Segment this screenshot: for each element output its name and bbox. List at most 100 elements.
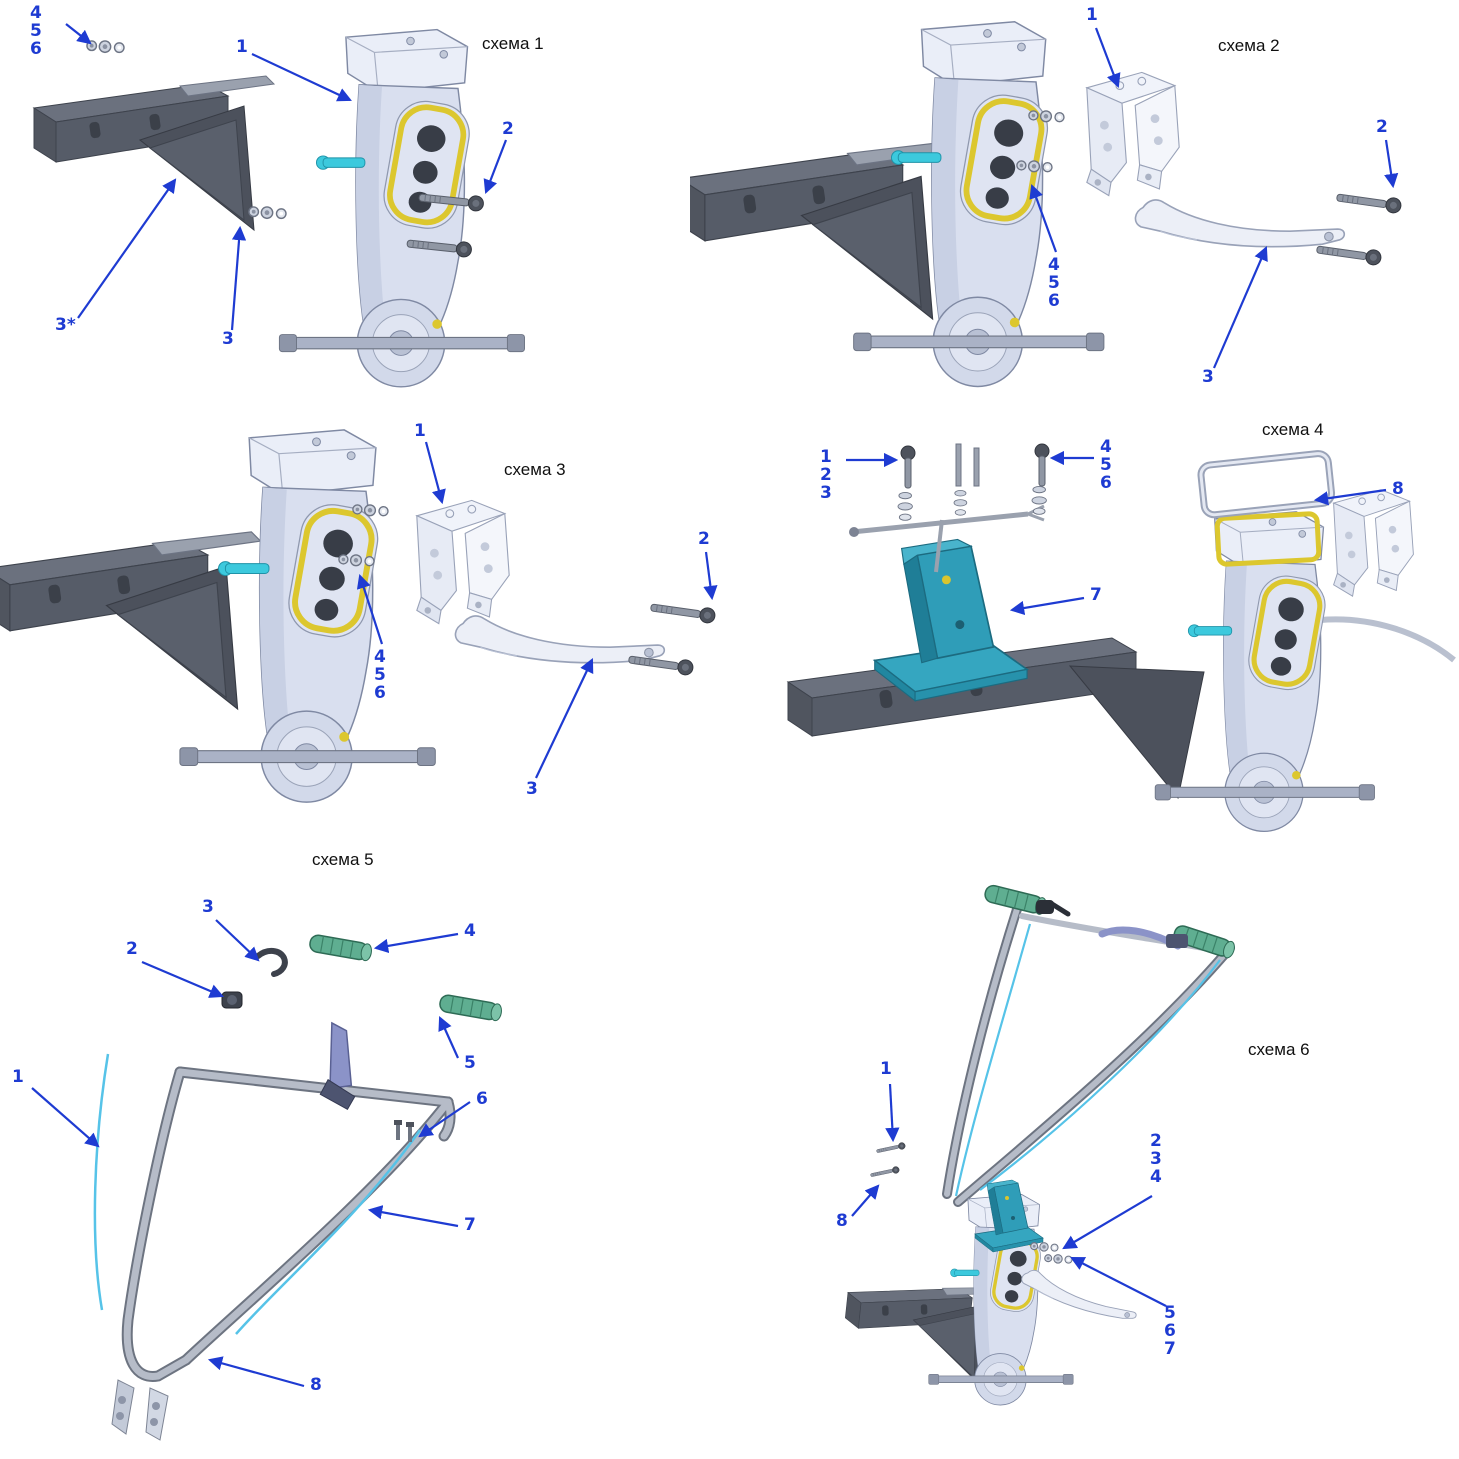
callout-1: 1 — [414, 421, 426, 441]
panel-schema-4: схема 4 1 2 3 4 5 6 8 7 — [760, 420, 1459, 860]
callout-1: 1 — [236, 37, 248, 57]
panel-schema-3: схема 3 1 2 4 5 6 3 — [0, 420, 760, 860]
schema-1-title: схема 1 — [482, 34, 544, 53]
panel-schema-5: схема 5 3 2 4 5 1 6 7 8 — [0, 840, 700, 1459]
mount-bracket — [1086, 71, 1180, 197]
screw-1 — [875, 1141, 907, 1155]
throttle-lever — [319, 1021, 356, 1110]
lever — [1134, 199, 1346, 248]
callout-arrows — [851, 1083, 1167, 1307]
shift-rod — [1319, 616, 1456, 663]
cable-right — [979, 959, 1221, 1191]
callout-2: 2 — [1376, 117, 1388, 137]
arrow-7 — [1009, 596, 1085, 616]
shift-linkage — [849, 443, 1045, 573]
grip-left — [437, 993, 504, 1023]
arrow-6 — [418, 1101, 471, 1138]
bolt-upper — [649, 599, 717, 625]
washers-456 — [338, 554, 375, 567]
clamp-left — [1036, 900, 1071, 917]
schema-1-art — [33, 23, 700, 420]
callout-3: 3 — [1202, 367, 1214, 387]
callout-1-2-3: 1 2 3 — [820, 447, 832, 503]
callout-2: 2 — [502, 119, 514, 139]
arrow-1 — [31, 1087, 100, 1148]
callout-7: 7 — [464, 1215, 476, 1235]
callout-arrows — [846, 450, 1387, 616]
washers-456 — [86, 40, 125, 54]
lever — [454, 615, 666, 664]
callout-2-3-4: 2 3 4 — [1150, 1131, 1162, 1187]
schema-4-title: схема 4 — [1262, 420, 1324, 439]
callout-arrows — [65, 23, 508, 331]
arrow-456 — [65, 23, 92, 45]
frame-bracket — [33, 75, 275, 231]
callout-1: 1 — [1086, 5, 1098, 25]
schema-2-title: схема 2 — [1218, 36, 1280, 55]
arrow-1 — [424, 441, 446, 505]
arrow-3 — [230, 225, 247, 331]
washers-upper — [352, 504, 389, 517]
arrow-4 — [373, 932, 459, 954]
bolt-upper — [1335, 189, 1403, 215]
schema-4-art — [786, 443, 1456, 860]
screws — [394, 1120, 414, 1142]
callout-7: 7 — [1090, 585, 1102, 605]
washers-upper — [1028, 110, 1065, 123]
callout-8: 8 — [310, 1375, 322, 1395]
washers-234 — [1030, 1242, 1059, 1252]
cable-clamp — [255, 948, 288, 977]
arrow-456 — [356, 573, 384, 645]
arrow-5 — [438, 1016, 460, 1059]
schema-3-art — [0, 420, 718, 860]
washers-right — [1031, 486, 1047, 515]
washers-567 — [1044, 1254, 1073, 1264]
choke-knob — [221, 991, 243, 1009]
arrow-1 — [1094, 27, 1121, 89]
arrow-7 — [367, 1205, 459, 1228]
frame-bracket — [690, 141, 957, 320]
arrow-3star — [77, 178, 177, 319]
screw-8 — [869, 1165, 901, 1179]
open-top-rim — [1214, 511, 1322, 567]
bolt-lower — [1315, 241, 1383, 267]
mount-bracket — [1333, 489, 1414, 597]
handlebar-frame-outline — [121, 1066, 456, 1382]
brake-lever — [1098, 926, 1188, 950]
handlebar-frame — [123, 1068, 454, 1380]
schema-6-art — [839, 883, 1238, 1407]
callout-3: 3 — [222, 329, 234, 349]
arrow-8 — [207, 1356, 305, 1388]
schema-5-title: схема 5 — [312, 850, 374, 869]
schema-3-title: схема 3 — [504, 460, 566, 479]
washers-mid — [248, 206, 287, 220]
arrow-2 — [483, 139, 508, 195]
panel-schema-6: схема 6 1 2 3 4 8 5 6 7 — [700, 860, 1459, 1459]
callout-3star: 3* — [55, 315, 76, 335]
callout-1: 1 — [12, 1067, 24, 1087]
callout-4-5-6: 4 5 6 — [374, 647, 386, 703]
callout-3: 3 — [202, 897, 214, 917]
pedestal — [873, 538, 1028, 702]
callout-4-5-6: 4 5 6 — [1100, 437, 1112, 493]
frame-bracket — [0, 531, 262, 710]
arrow-1 — [251, 53, 352, 102]
panel-schema-2: схема 2 1 2 4 5 6 3 — [690, 0, 1459, 420]
arrow-2 — [141, 960, 224, 998]
callout-3: 3 — [526, 779, 538, 799]
callout-8: 8 — [836, 1211, 848, 1231]
cable-left — [93, 1053, 110, 1311]
washers-456 — [1016, 160, 1053, 173]
arrow-2 — [703, 551, 718, 601]
panel-schema-1: схема 1 4 5 6 1 2 3* 3 — [0, 0, 700, 420]
callout-4-5-6: 4 5 6 — [30, 3, 42, 59]
arrow-8 — [1313, 488, 1387, 506]
callout-5-6-7: 5 6 7 — [1164, 1303, 1176, 1359]
arrow-456 — [1029, 183, 1058, 253]
handlebar-outline — [942, 901, 1235, 1207]
callout-4-5-6: 4 5 6 — [1048, 255, 1060, 311]
cable-right — [235, 1129, 422, 1335]
arrow-3 — [535, 658, 594, 779]
callout-2: 2 — [698, 529, 710, 549]
